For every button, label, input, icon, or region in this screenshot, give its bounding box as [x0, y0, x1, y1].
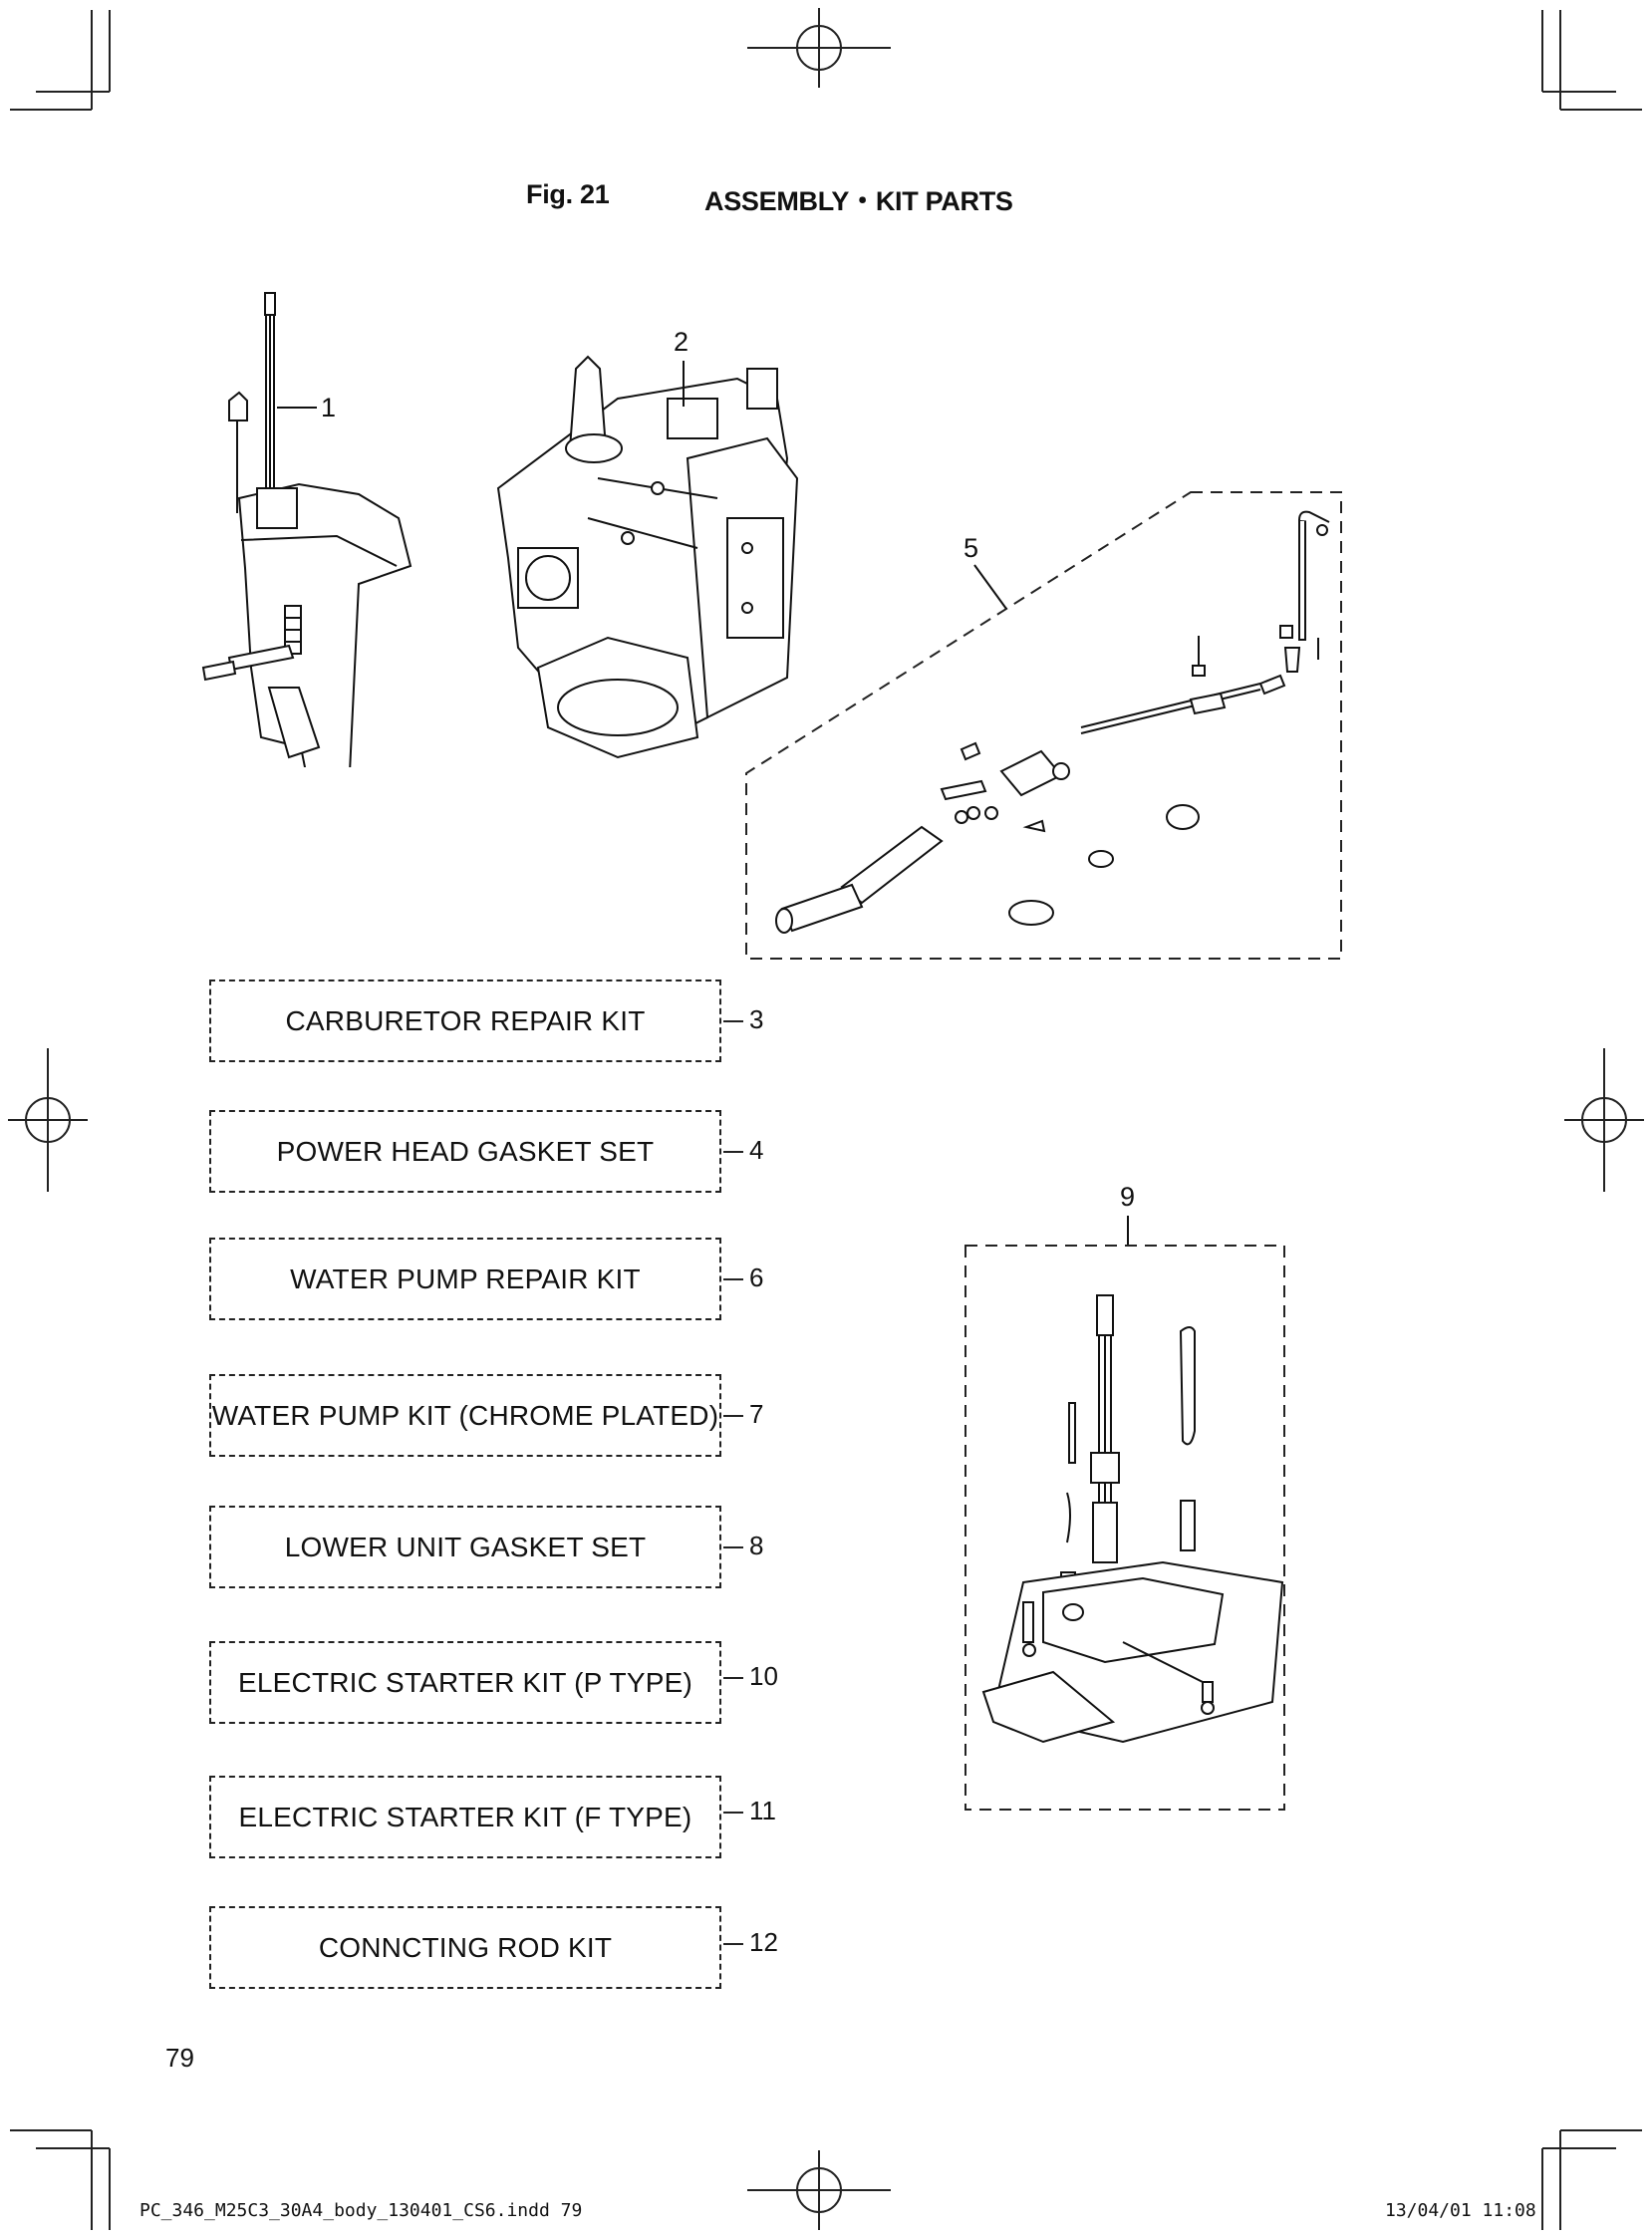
footer-timestamp: 13/04/01 11:08 — [1385, 2200, 1536, 2221]
kit-label: ELECTRIC STARTER KIT (F TYPE) — [238, 1801, 692, 1832]
kit-box-connecting-rod: CONNCTING ROD KIT — [209, 1906, 721, 1989]
kit-box-electric-starter-f: ELECTRIC STARTER KIT (F TYPE) — [209, 1776, 721, 1858]
leader-line — [973, 564, 1007, 610]
power-head-drawing — [496, 355, 799, 759]
drive-shaft-housing-drawing — [964, 1245, 1285, 1811]
kit-box-lower-unit-gasket: LOWER UNIT GASKET SET — [209, 1506, 721, 1588]
kit-box-water-pump-repair: WATER PUMP REPAIR KIT — [209, 1238, 721, 1320]
kit-box-power-head-gasket: POWER HEAD GASKET SET — [209, 1110, 721, 1193]
page-title: ASSEMBLY・KIT PARTS — [704, 186, 1013, 216]
kit-label: ELECTRIC STARTER KIT (P TYPE) — [238, 1666, 692, 1698]
callout-1: 1 — [321, 393, 337, 422]
leader-line — [723, 1546, 743, 1548]
kit-number: 3 — [749, 1004, 764, 1034]
kit-box-water-pump-chrome: WATER PUMP KIT (CHROME PLATED) — [209, 1374, 721, 1457]
kit-label: LOWER UNIT GASKET SET — [284, 1531, 647, 1562]
leader-line — [277, 407, 317, 409]
callout-2: 2 — [674, 327, 689, 357]
figure-label: Fig. 21 — [526, 179, 610, 209]
kit-box-carburetor-repair: CARBURETOR REPAIR KIT — [209, 980, 721, 1062]
leader-line — [683, 361, 685, 407]
page-number: 79 — [165, 2043, 194, 2073]
leader-line — [723, 1812, 743, 1814]
kit-box-electric-starter-p: ELECTRIC STARTER KIT (P TYPE) — [209, 1641, 721, 1724]
kit-number: 10 — [749, 1661, 778, 1691]
footer-filename: PC_346_M25C3_30A4_body_130401_CS6.indd 7… — [139, 2200, 583, 2221]
leader-line — [723, 1943, 743, 1945]
leader-line — [723, 1415, 743, 1417]
kit-number: 12 — [749, 1927, 778, 1957]
kit-number: 7 — [749, 1399, 764, 1429]
callout-9: 9 — [1120, 1182, 1136, 1212]
kit-number: 11 — [749, 1796, 776, 1825]
lower-unit-drawing — [201, 292, 413, 767]
kit-number: 4 — [749, 1135, 764, 1165]
leader-line — [723, 1278, 743, 1280]
leader-line — [1127, 1216, 1129, 1246]
leader-line — [723, 1020, 743, 1022]
kit-number: 6 — [749, 1262, 764, 1292]
gear-shift-kit-drawing — [745, 491, 1342, 960]
leader-line — [723, 1677, 743, 1679]
leader-line — [723, 1151, 743, 1153]
callout-5: 5 — [964, 533, 979, 563]
kit-label: WATER PUMP REPAIR KIT — [290, 1262, 641, 1294]
kit-label: CONNCTING ROD KIT — [318, 1931, 613, 1963]
kit-number: 8 — [749, 1531, 764, 1560]
kit-label: WATER PUMP KIT (CHROME PLATED) — [211, 1399, 719, 1431]
kit-label: CARBURETOR REPAIR KIT — [285, 1004, 646, 1036]
kit-label: POWER HEAD GASKET SET — [276, 1135, 655, 1167]
